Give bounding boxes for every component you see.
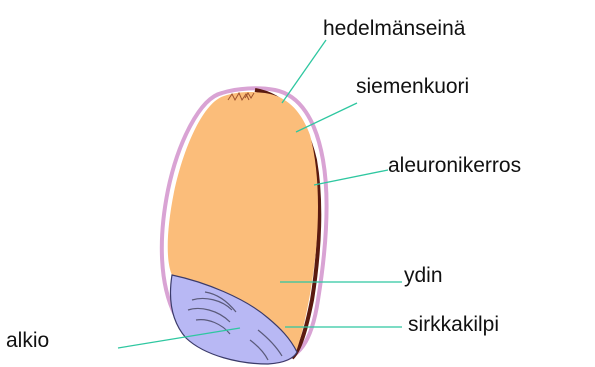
leader-pericarp: [282, 40, 326, 103]
label-pericarp: hedelmänseinä: [323, 18, 465, 39]
label-scutellum: sirkkakilpi: [408, 314, 499, 335]
label-endosperm: ydin: [404, 265, 443, 286]
label-embryo: alkio: [6, 330, 49, 351]
label-aleurone-layer: aleuronikerros: [388, 155, 521, 176]
label-seed-coat: siemenkuori: [356, 76, 469, 97]
